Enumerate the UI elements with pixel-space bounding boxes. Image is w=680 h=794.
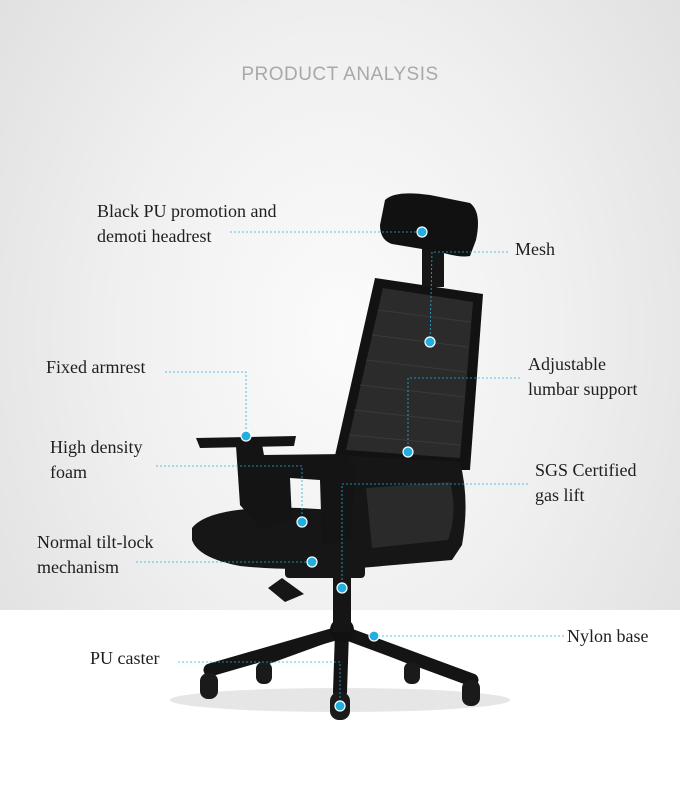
- callout-gaslift-line-2: gas lift: [535, 485, 585, 505]
- callout-caster-line-1: PU caster: [90, 648, 160, 668]
- callout-armrest: Fixed armrest: [46, 355, 145, 380]
- callout-headrest: Black PU promotion and demoti headrest: [97, 199, 276, 249]
- callout-markers: [240, 226, 436, 712]
- marker-mesh: [424, 336, 436, 348]
- callout-lumbar: Adjustable lumbar support: [528, 352, 638, 402]
- callout-armrest-line-1: Fixed armrest: [46, 357, 146, 377]
- marker-headrest: [416, 226, 428, 238]
- mesh-texture: [348, 309, 471, 446]
- marker-gaslift: [336, 582, 348, 594]
- callout-lumbar-line-1: Adjustable: [528, 354, 606, 374]
- marker-base: [368, 630, 380, 642]
- callout-tilt: Normal tilt-lock mechanism: [37, 530, 153, 580]
- callout-foam: High density foam: [50, 435, 143, 485]
- lumbar-grille: [366, 482, 454, 548]
- marker-tilt: [306, 556, 318, 568]
- callout-headrest-line-2: demoti headrest: [97, 226, 212, 246]
- marker-lumbar: [402, 446, 414, 458]
- marker-caster: [334, 700, 346, 712]
- callout-caster: PU caster: [90, 646, 159, 671]
- armrest: [196, 436, 356, 545]
- callout-gaslift: SGS Certified gas lift: [535, 458, 637, 508]
- mesh-panel: [346, 288, 473, 458]
- callout-tilt-line-2: mechanism: [37, 557, 119, 577]
- callout-gaslift-line-1: SGS Certified: [535, 460, 637, 480]
- callout-foam-line-1: High density: [50, 437, 143, 457]
- callout-base: Nylon base: [567, 624, 648, 649]
- headrest: [380, 193, 478, 257]
- callout-headrest-line-1: Black PU promotion and: [97, 201, 277, 221]
- callout-mesh: Mesh: [515, 237, 555, 262]
- headrest-support: [422, 245, 444, 287]
- marker-foam: [296, 516, 308, 528]
- callout-base-line-1: Nylon base: [567, 626, 649, 646]
- callout-lumbar-line-2: lumbar support: [528, 379, 638, 399]
- callout-mesh-line-1: Mesh: [515, 239, 555, 259]
- page-title: PRODUCT ANALYSIS: [241, 64, 439, 85]
- callout-foam-line-2: foam: [50, 462, 87, 482]
- callout-tilt-line-1: Normal tilt-lock: [37, 532, 154, 552]
- leader-lines: [136, 231, 566, 706]
- marker-armrest: [240, 430, 252, 442]
